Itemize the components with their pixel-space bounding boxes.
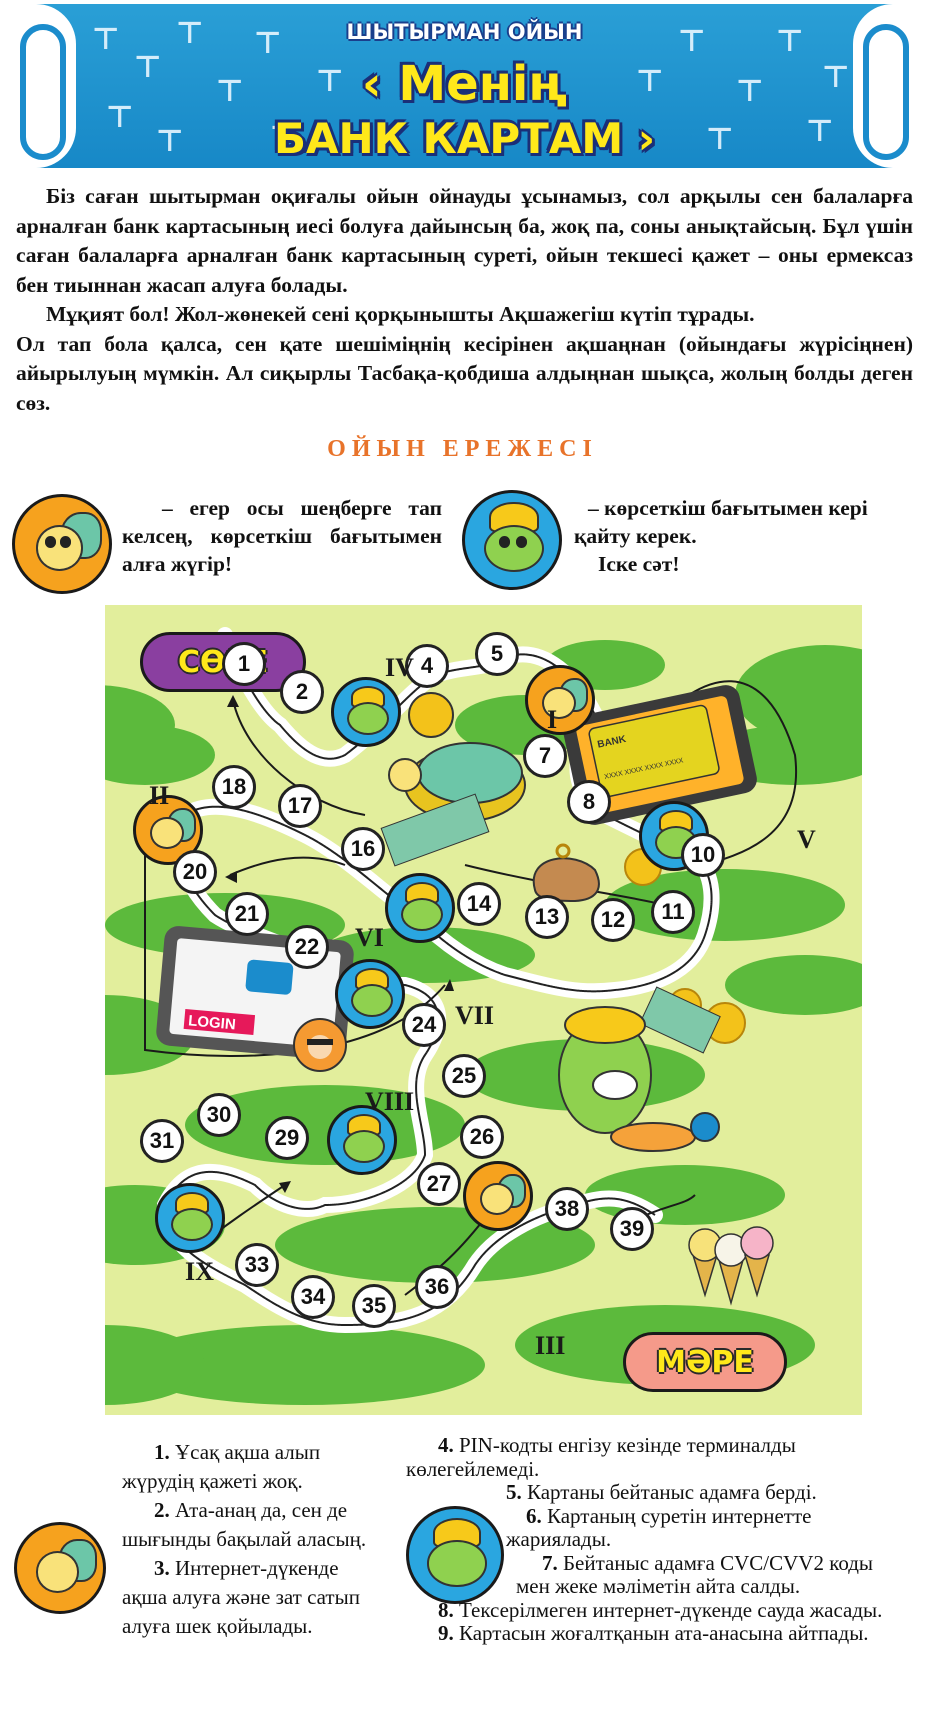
rules-heading: ОЙЫН ЕРЕЖЕСІ	[327, 436, 598, 462]
cell-20: 20	[173, 850, 217, 894]
cell-24: 24	[402, 1003, 446, 1047]
turtle-token-icon	[12, 494, 112, 594]
good-item-2: 2. Ата-анаң да, сен де шығынды бақылай а…	[122, 1498, 367, 1551]
rule-good-luck: Іске сәт!	[598, 552, 680, 576]
turtle-token-icon	[525, 665, 595, 735]
roman-VIII: VIII	[365, 1087, 415, 1116]
bad-list: 4. PIN-кодты енгізу кезінде терминалды к…	[406, 1433, 886, 1646]
turtle-token-icon	[463, 1161, 533, 1231]
cell-17: 17	[278, 784, 322, 828]
roman-I: I	[547, 705, 558, 734]
ice-cream-icon	[688, 1226, 774, 1306]
cell-38: 38	[545, 1187, 589, 1231]
monster-token-icon	[155, 1183, 225, 1253]
cell-31: 31	[140, 1119, 184, 1163]
roman-VI: VI	[355, 923, 384, 952]
cell-10: 10	[681, 833, 725, 877]
cell-29: 29	[265, 1116, 309, 1160]
turtle-box-icon	[380, 692, 526, 867]
bad-item-6: 6. Картаның суретін интернетте жариялады…	[506, 1503, 812, 1551]
cell-25: 25	[442, 1054, 486, 1098]
ornament-left	[16, 4, 76, 168]
monster-token-icon	[462, 490, 562, 590]
good-item-3: 3. Интернет-дүкенде ақша алуға және зат …	[122, 1556, 360, 1638]
cell-39: 39	[610, 1207, 654, 1251]
monster-token-icon	[385, 873, 455, 943]
cell-33: 33	[235, 1243, 279, 1287]
cell-14: 14	[457, 882, 501, 926]
roman-VII: VII	[455, 1001, 495, 1030]
cell-27: 27	[417, 1162, 461, 1206]
cell-21: 21	[225, 892, 269, 936]
cell-8: 8	[567, 780, 611, 824]
cell-26: 26	[460, 1115, 504, 1159]
intro-paragraph-1: Біз саған шытырман оқиғалы ойын ойнауды …	[16, 184, 913, 297]
bad-item-9: 9. Картасын жоғалтқанын ата-анасына айтп…	[438, 1621, 869, 1645]
rule-back-line: – көрсеткіш бағытымен кері қайту керек.	[574, 496, 868, 548]
bad-item-8: 8. Тексерілмеген интернет-дүкенде сауда …	[438, 1597, 883, 1622]
cell-4: 4	[405, 644, 449, 688]
good-item-1: 1. Ұсақ ақша алып жүрудің қажеті жоқ.	[122, 1440, 321, 1493]
cell-22: 22	[285, 925, 329, 969]
banner-subtitle: ШЫТЫРМАН ОЙЫН	[346, 20, 583, 44]
cell-18: 18	[212, 765, 256, 809]
intro-text: Біз саған шытырман оқиғалы ойын ойнауды …	[16, 182, 913, 418]
roman-V: V	[797, 825, 816, 854]
rule-forward-text: – егер осы шеңберге тап келсең, көрсеткі…	[122, 496, 442, 576]
monster-token-icon	[327, 1105, 397, 1175]
cell-11: 11	[651, 890, 695, 934]
cell-13: 13	[525, 895, 569, 939]
coin-purse-icon	[532, 843, 600, 903]
roman-IV: IV	[385, 653, 414, 682]
cell-16: 16	[341, 827, 385, 871]
bad-item-4: 4. PIN-кодты енгізу кезінде терминалды к…	[406, 1433, 796, 1481]
monster-token-icon	[331, 677, 401, 747]
ornament-right	[853, 4, 913, 168]
tablet-bank-card-icon: BANK XXXX XXXX XXXX XXXX	[563, 685, 757, 825]
monster-token-icon	[335, 959, 405, 1029]
bad-item-7: 7. Бейтаныс адамға CVC/CVV2 коды мен жек…	[516, 1550, 874, 1598]
roman-IX: IX	[185, 1257, 214, 1286]
cell-35: 35	[352, 1284, 396, 1328]
intro-paragraph-3: Ол тап бола қалса, сен қате шешіміңнің к…	[16, 331, 913, 415]
turtle-token-icon	[14, 1522, 106, 1614]
svg-text:LOGIN: LOGIN	[188, 1012, 237, 1033]
game-board: BANK XXXX XXXX XXXX XXXX LOGIN	[105, 605, 862, 1415]
cell-30: 30	[197, 1093, 241, 1137]
cell-34: 34	[291, 1275, 335, 1319]
finish-label: МӘРЕ	[623, 1332, 787, 1392]
rule-back-text: – көрсеткіш бағытымен кері қайту керек. …	[574, 494, 914, 578]
roman-II: II	[149, 781, 170, 810]
good-list: 1. Ұсақ ақша алып жүрудің қажеті жоқ. 2.…	[122, 1438, 384, 1641]
cell-12: 12	[591, 898, 635, 942]
cell-7: 7	[523, 734, 567, 778]
cell-36: 36	[415, 1265, 459, 1309]
cell-2: 2	[280, 670, 324, 714]
intro-paragraph-2: Мұқият бол! Жол-жөнекей сені қорқынышты …	[46, 302, 755, 326]
title-banner: ⊤⊤ ⊤⊤ ⊤⊤ ⊤⊤ ⊤⊤ ⊤⊤ ⊤⊤ ⊤⊤ ШЫТЫРМАН ОЙЫН ‹ …	[16, 4, 913, 168]
roman-III: III	[535, 1331, 566, 1360]
bad-item-5: 5. Картаны бейтаныс адамға берді.	[506, 1480, 817, 1504]
money-monster-icon	[558, 986, 721, 1152]
cell-1: 1	[222, 642, 266, 686]
banner-title-line2: БАНК КАРТАМ ›	[273, 114, 656, 163]
monster-token-icon	[406, 1506, 504, 1604]
banner-title-line1: ‹ Менің	[361, 56, 568, 112]
cell-5: 5	[475, 632, 519, 676]
